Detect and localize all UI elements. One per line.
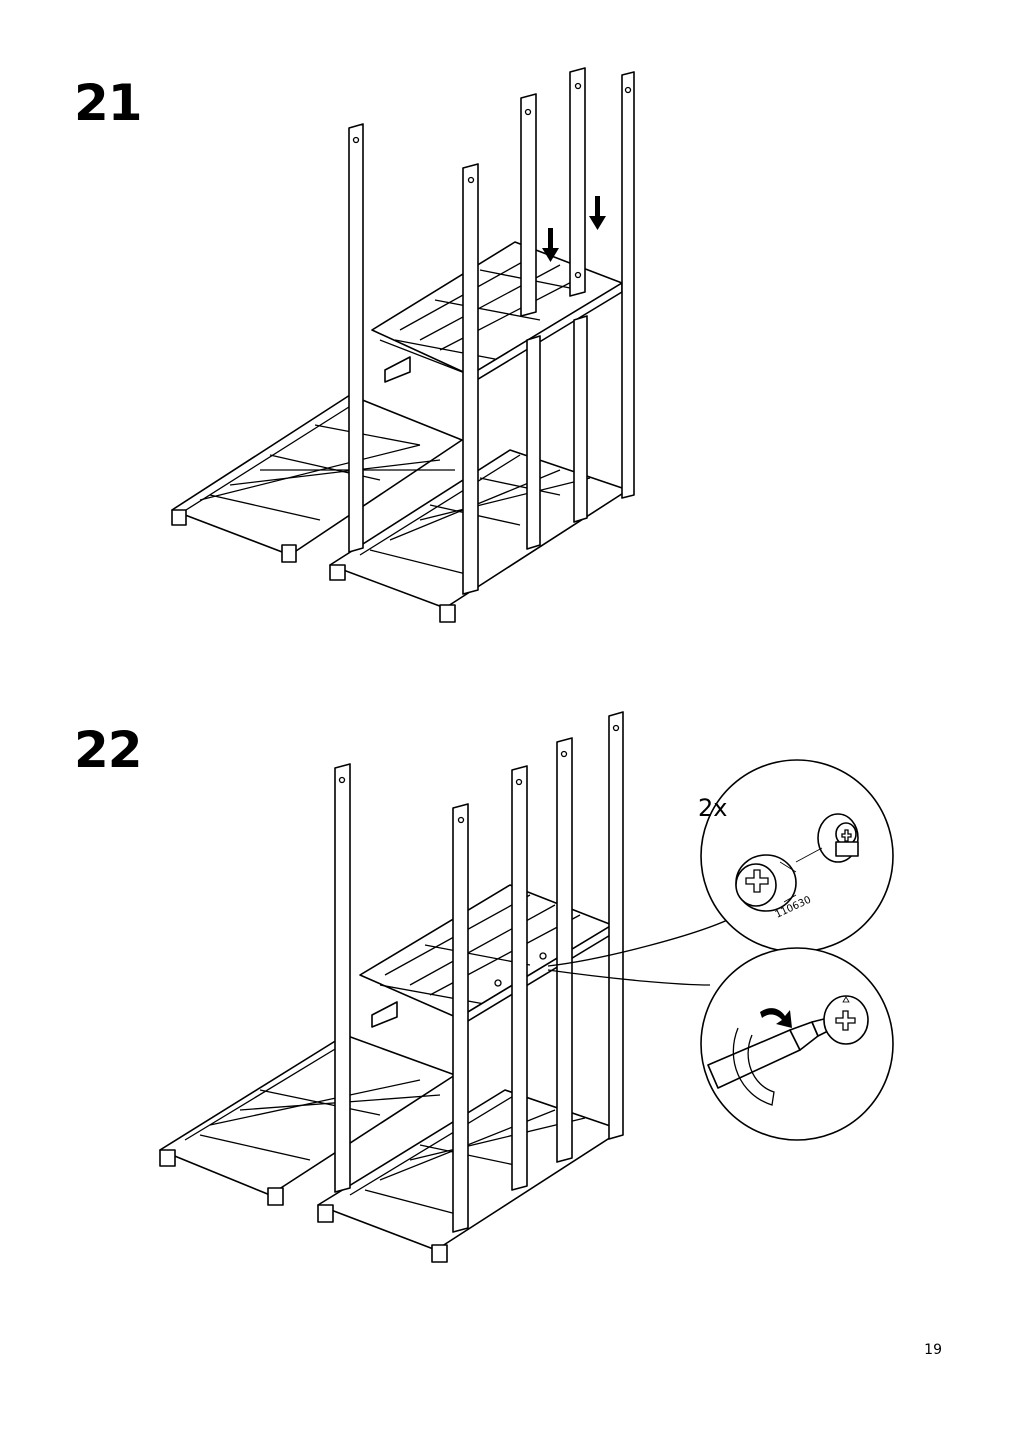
- step-21-number: 21: [74, 74, 143, 132]
- posts: [334, 711, 624, 1233]
- step-21-illustration: [171, 67, 635, 623]
- cam-lock-callout: [700, 759, 894, 953]
- lower-back-frame: [159, 1034, 456, 1206]
- cam-lock-icon: [735, 854, 797, 912]
- down-arrow-icon: [542, 228, 559, 262]
- upper-frame: [359, 884, 613, 1028]
- cam-dowel-icon: [817, 813, 859, 863]
- down-arrow-icon: [589, 196, 606, 230]
- posts: [348, 67, 635, 595]
- page-number: 19: [924, 1342, 942, 1358]
- screwdriver-callout: [700, 947, 894, 1141]
- cam-lock-icon: [823, 995, 869, 1045]
- quantity-label: 2x: [698, 794, 727, 822]
- step-22-number: 22: [74, 721, 143, 779]
- step-22-illustration: 2x 110630: [159, 711, 894, 1263]
